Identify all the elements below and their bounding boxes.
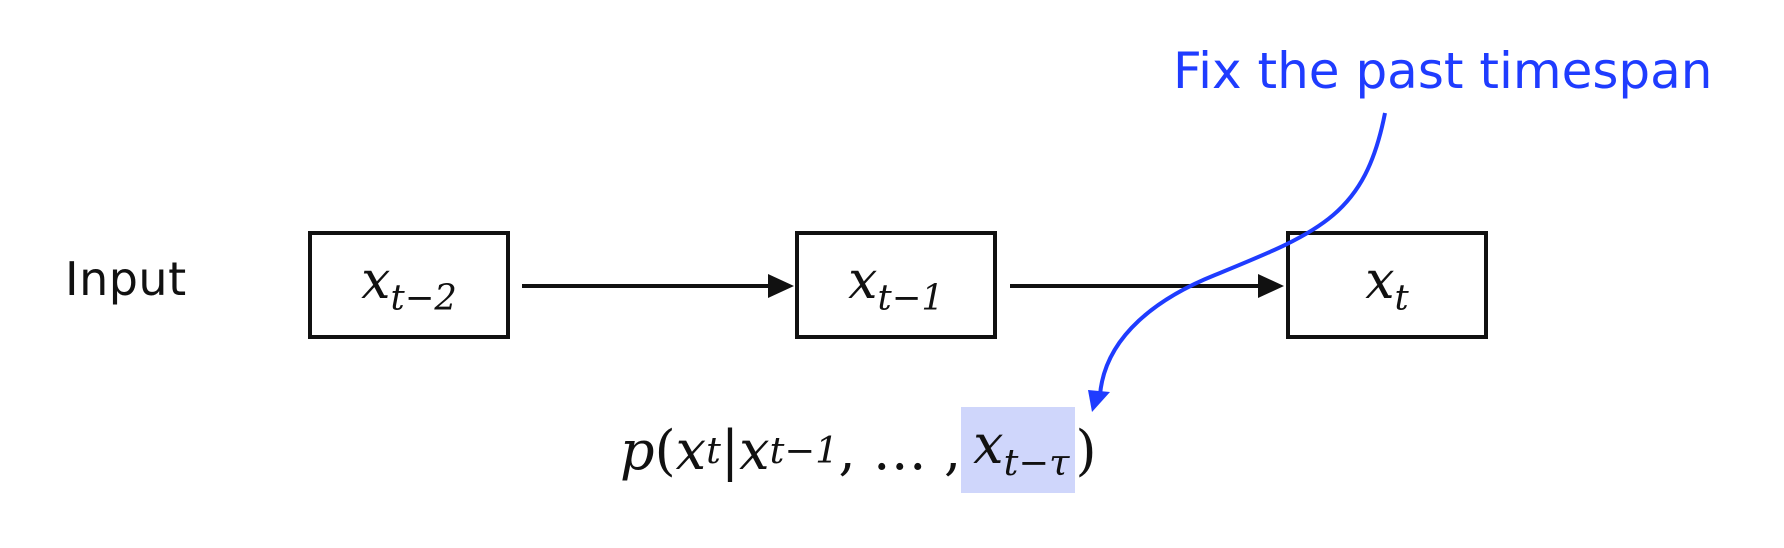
formula-target-sub: t bbox=[706, 428, 721, 472]
node-label: xt−2 bbox=[361, 251, 457, 319]
flow-arrow-1 bbox=[522, 274, 794, 298]
formula-target-var: x bbox=[675, 418, 707, 482]
formula-cond-sub: t−1 bbox=[769, 428, 839, 472]
formula-ellipsis: , … , bbox=[838, 418, 962, 482]
node-label: xt−1 bbox=[848, 251, 944, 319]
formula-func: p bbox=[620, 418, 655, 482]
formula-bar: | bbox=[720, 418, 740, 482]
formula-cond-var: x bbox=[739, 418, 770, 482]
flow-arrow-2 bbox=[1010, 274, 1284, 298]
formula-open-paren: ( bbox=[654, 418, 676, 482]
node-x-t-minus-2: xt−2 bbox=[308, 231, 510, 339]
node-x-t-minus-1: xt−1 bbox=[795, 231, 997, 339]
annotation-label: Fix the past timespan bbox=[1173, 42, 1713, 100]
node-label: xt bbox=[1365, 251, 1409, 319]
input-row-label: Input bbox=[65, 252, 187, 306]
node-x-t: xt bbox=[1286, 231, 1488, 339]
formula-close-paren: ) bbox=[1075, 418, 1097, 482]
formula-highlighted-term: xt−τ bbox=[961, 406, 1076, 494]
